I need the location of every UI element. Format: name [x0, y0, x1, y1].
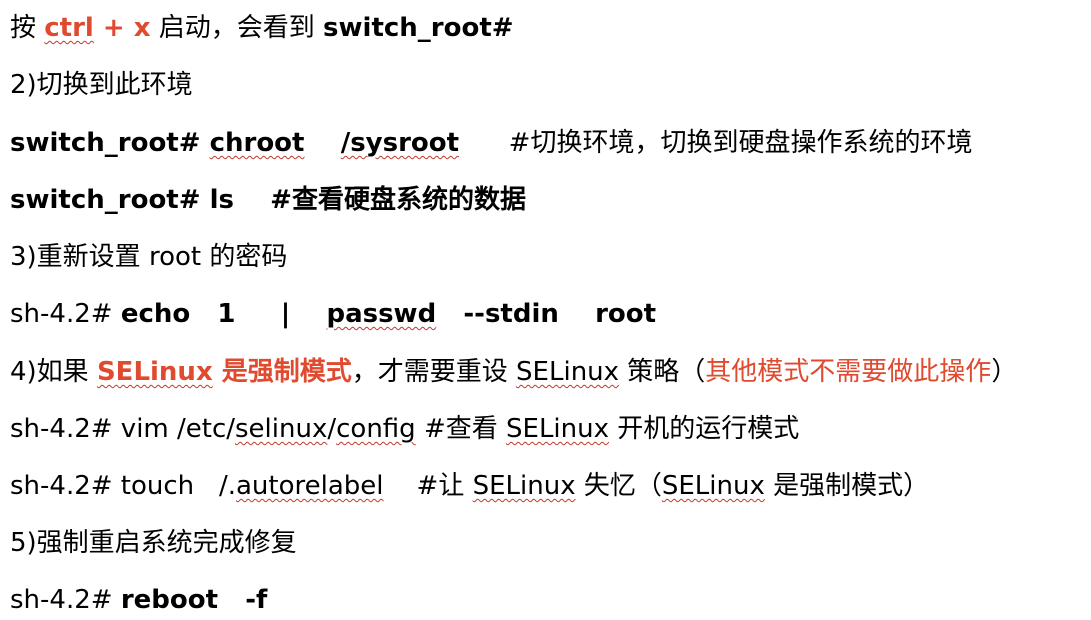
text-segment: 开机的运行模式	[609, 414, 800, 444]
command-touch-autorelabel: sh-4.2# touch /.autorelabel #让 SELinux 失…	[10, 466, 929, 506]
text-segment: sh-4.2#	[10, 585, 121, 615]
text-segment: 是强制模式	[212, 357, 352, 387]
text-segment: reboot -f	[120, 585, 268, 615]
text-segment: ，才需要重设	[351, 357, 517, 387]
text-segment: passwd	[326, 299, 437, 329]
text-segment: switch_root#	[323, 13, 514, 43]
text-segment: #查看	[415, 414, 507, 444]
text-segment: ）	[991, 357, 1018, 387]
step-2-heading: 2)切换到此环境	[10, 65, 193, 105]
step-5-heading: 5)强制重启系统完成修复	[10, 523, 297, 563]
text-segment: selinux	[235, 414, 328, 444]
text-segment: 是强制模式）	[764, 471, 930, 501]
text-segment: 策略（	[619, 357, 706, 387]
text-segment: chroot	[209, 128, 305, 158]
instruction-line-ctrl-x: 按 ctrl + x 启动，会看到 switch_root#	[10, 8, 514, 48]
text-segment: autorelabel	[235, 471, 384, 501]
text-segment: #切换环境，切换到硬盘操作系统的环境	[459, 128, 973, 158]
text-segment: root	[558, 299, 657, 329]
text-segment: 其他模式不需要做此操作	[705, 357, 992, 387]
text-segment	[304, 128, 340, 158]
text-segment: 3)重新设置 root 的密码	[10, 242, 288, 272]
text-segment: sh-4.2# touch /.	[10, 471, 236, 501]
text-segment: + x	[93, 13, 151, 43]
text-segment: /	[327, 414, 337, 444]
command-chroot: switch_root# chroot /sysroot #切换环境，切换到硬盘…	[10, 123, 972, 163]
text-segment: --stdin	[436, 299, 559, 329]
text-segment: 5)强制重启系统完成修复	[10, 528, 297, 558]
text-segment: #让	[383, 471, 473, 501]
text-segment: 4)如果	[10, 357, 97, 387]
text-segment: switch_root#	[10, 128, 210, 158]
text-segment: ctrl	[44, 13, 94, 43]
text-segment: 失忆（	[575, 471, 662, 501]
text-segment: 启动，会看到	[150, 13, 324, 43]
text-segment: switch_root# ls #查看硬盘系统的数据	[10, 185, 526, 215]
step-3-heading: 3)重新设置 root 的密码	[10, 237, 287, 277]
text-segment: sh-4.2# vim /etc/	[10, 414, 236, 444]
text-segment: sh-4.2#	[10, 299, 121, 329]
text-segment: 2)切换到此环境	[10, 70, 193, 100]
command-ls: switch_root# ls #查看硬盘系统的数据	[10, 180, 526, 220]
text-segment: SELinux	[472, 471, 576, 501]
text-segment: config	[336, 414, 416, 444]
text-segment: echo 1 |	[120, 299, 327, 329]
text-segment: SELinux	[506, 414, 609, 444]
command-reboot: sh-4.2# reboot -f	[10, 580, 267, 620]
text-segment: SELinux	[516, 357, 620, 387]
text-segment: SELinux	[661, 471, 765, 501]
text-segment: /sysroot	[340, 128, 460, 158]
step-4-heading: 4)如果 SELinux 是强制模式，才需要重设 SELinux 策略（其他模式…	[10, 352, 1017, 392]
text-segment: 按	[10, 13, 45, 43]
command-passwd: sh-4.2# echo 1 | passwd --stdin root	[10, 294, 656, 334]
command-vim-config: sh-4.2# vim /etc/selinux/config #查看 SELi…	[10, 409, 799, 449]
text-segment: SELinux	[96, 357, 213, 387]
